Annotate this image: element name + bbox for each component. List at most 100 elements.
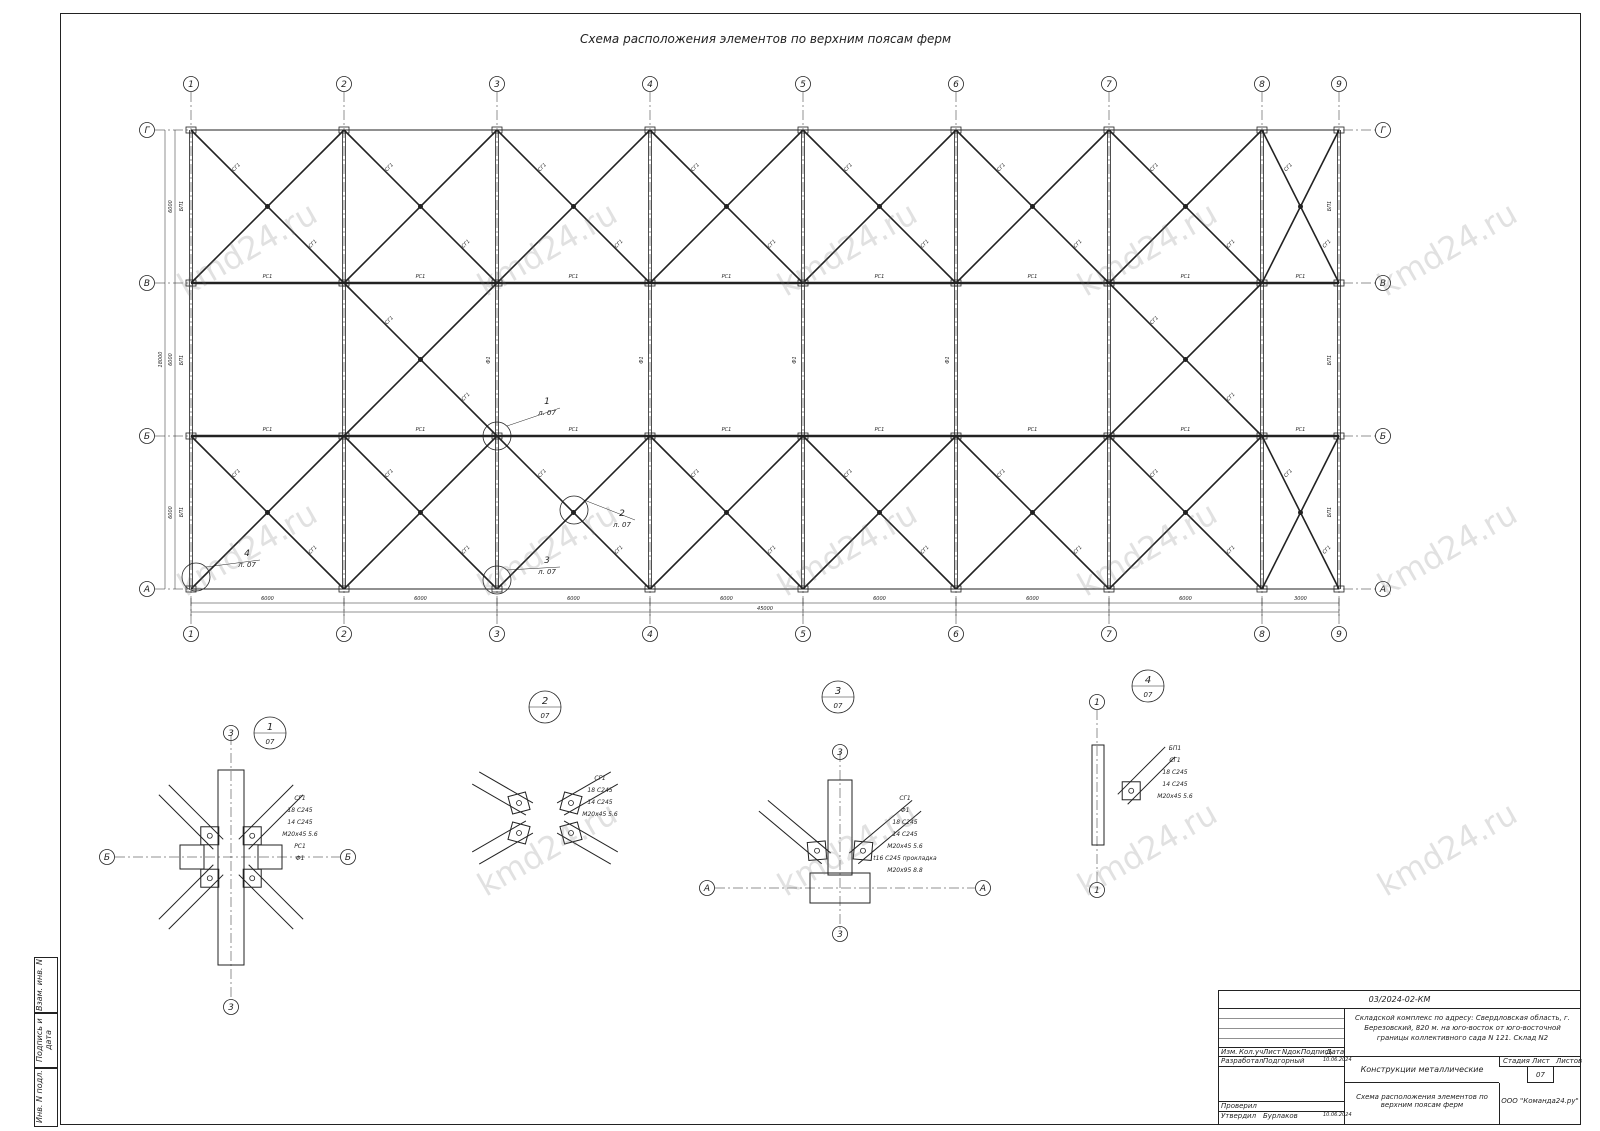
node-plate (950, 585, 962, 593)
detail-tag-num: 2 (542, 696, 548, 707)
node-plate (1103, 585, 1115, 593)
callout-circle-2 (559, 495, 589, 525)
brace-cross-node (877, 204, 882, 209)
node-plate (185, 585, 197, 593)
callout-circle-1 (482, 421, 512, 451)
detail1-note: РС1 (294, 843, 306, 850)
node-plate (797, 585, 809, 593)
brace-cross-node (1298, 204, 1303, 209)
detail3-axis-top: 3 (837, 748, 843, 758)
axis-top-5: 5 (800, 80, 806, 90)
detail4-note: СГ1 (1169, 757, 1180, 764)
brace-label: СГ1 (1283, 162, 1294, 173)
brace-label: СГ1 (1149, 315, 1160, 326)
bolt (206, 832, 213, 839)
brace-label: СГ1 (614, 545, 625, 556)
node-plate (644, 126, 656, 134)
detail4-beam (1091, 744, 1105, 846)
beam-label: БП1 (179, 201, 185, 211)
node-plate (338, 585, 350, 593)
detail1-axis-top: 3 (228, 729, 234, 739)
detail3-brace (848, 799, 913, 854)
dim-left-total-text: 18000 (158, 352, 164, 368)
callout-sheet: л. 07 (237, 561, 256, 569)
axis-top-9: 9 (1336, 80, 1342, 90)
node-plate (338, 432, 350, 440)
detail1-axis-right: Б (345, 853, 351, 863)
detail1-note: СГ1 (294, 795, 305, 802)
dim-span: 6000 (567, 596, 580, 602)
node-plate (644, 432, 656, 440)
axis-left-В: В (144, 279, 150, 289)
bolt (814, 847, 820, 854)
detail1-axis-left-bubble (99, 849, 115, 865)
axis-bottom-3-bubble (489, 626, 505, 642)
brace-cross-node (1030, 510, 1035, 515)
dim-span: 6000 (1026, 596, 1039, 602)
stamp-h-date: Дата (1326, 1048, 1345, 1056)
stamp-role-dev: Разработал (1221, 1057, 1264, 1065)
axis-left-Б-bubble (139, 428, 155, 444)
brace-label: СГ1 (461, 239, 472, 250)
axis-bottom-9: 9 (1336, 630, 1342, 640)
brace-cross-node (571, 204, 576, 209)
brace-label: СГ1 (1322, 545, 1333, 556)
brace-label: СГ1 (1322, 239, 1333, 250)
strut-label: РС1 (416, 274, 426, 280)
gusset-plate (559, 821, 583, 845)
brace-label: СГ1 (537, 468, 548, 479)
bolt (249, 832, 256, 839)
detail1-brace (238, 784, 294, 840)
detail2-brace (478, 832, 534, 865)
detail1-brace (248, 794, 304, 850)
strut-label: РС1 (875, 427, 885, 433)
dim-total: 45000 (757, 606, 773, 612)
detail3-axis-right-bubble (975, 880, 991, 896)
brace-cross-node (877, 510, 882, 515)
brace-label: СГ1 (1226, 239, 1237, 250)
callout-sheet: л. 07 (537, 568, 556, 576)
detail3-note: М20х95 8.8 (887, 867, 923, 874)
detail2-brace (471, 783, 527, 816)
node-plate (1333, 126, 1345, 134)
brace-label: СГ1 (996, 468, 1007, 479)
axis-left-В-bubble (139, 275, 155, 291)
axis-bottom-2: 2 (341, 630, 347, 640)
axis-top-3: 3 (494, 80, 500, 90)
detail-tag-num: 3 (835, 686, 841, 697)
beam-label: БП1 (1327, 507, 1333, 517)
truss-label: Ф1 (486, 356, 492, 364)
stamp-h-ndok: Nдок. (1282, 1048, 1303, 1056)
dim-span: 6000 (873, 596, 886, 602)
brace-label: СГ1 (920, 239, 931, 250)
truss-label: Ф1 (945, 356, 951, 364)
drawing-title: Схема расположения элементов по верхним … (580, 32, 952, 46)
detail4-axis-top: 1 (1094, 698, 1100, 708)
axis-top-8-bubble (1254, 76, 1270, 92)
brace-label: СГ1 (1226, 392, 1237, 403)
brace-cross-node (1183, 357, 1188, 362)
stamp-code: 03/2024-02-КМ (1219, 991, 1580, 1009)
axis-left-Б: Б (144, 432, 150, 442)
brace-label: СГ1 (384, 315, 395, 326)
axis-bottom-5-bubble (795, 626, 811, 642)
dim-left-span: 6000 (168, 200, 174, 213)
detail-tag-num: 1 (267, 722, 273, 733)
axis-left-А: А (143, 585, 150, 595)
stamp-stage-headers: Стадия Лист Листов (1499, 1057, 1582, 1067)
brace-cross-node (1183, 204, 1188, 209)
gusset-plate (1121, 781, 1141, 801)
brace-cross-node (1030, 204, 1035, 209)
dim-left-span: 6000 (168, 506, 174, 519)
axis-left-Г-bubble (139, 122, 155, 138)
axis-right-Г: Г (1380, 126, 1386, 136)
gusset-plate (852, 840, 874, 862)
detail1-note: М20х45 5.6 (282, 831, 318, 838)
detail1-axis-bottom: 3 (228, 1003, 234, 1013)
detail3-brace (767, 799, 832, 854)
strut-label: РС1 (1028, 427, 1038, 433)
node-plate (1256, 279, 1268, 287)
truss-label: Ф1 (639, 356, 645, 364)
detail3-brace (758, 810, 823, 865)
